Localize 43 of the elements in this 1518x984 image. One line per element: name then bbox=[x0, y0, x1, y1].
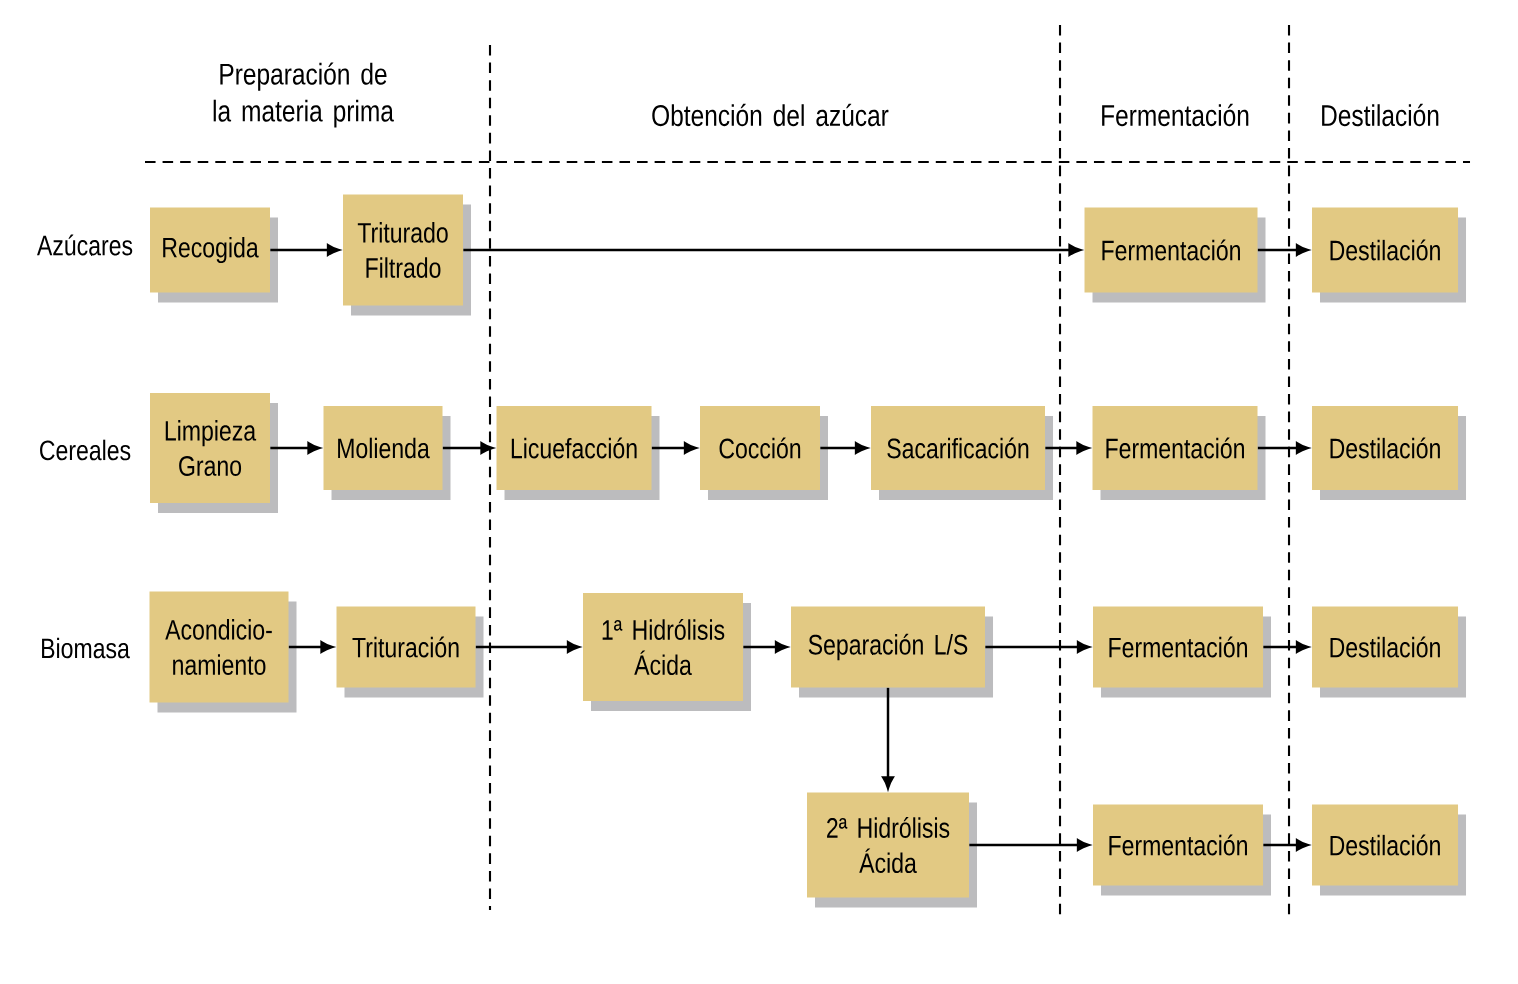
column-heading: Fermentación bbox=[1102, 103, 1249, 127]
arrow bbox=[1045, 442, 1090, 454]
column-heading: Obtención del azúcar bbox=[652, 103, 889, 127]
process-box: Limpieza Grano bbox=[150, 393, 278, 513]
arrow bbox=[820, 442, 868, 454]
arrow bbox=[1263, 839, 1309, 851]
process-box: 2ª Hidrólisis Ácida bbox=[807, 792, 977, 908]
process-box: Trituración bbox=[336, 606, 484, 698]
process-box: Licuefacción bbox=[496, 406, 660, 500]
arrow bbox=[1263, 641, 1309, 653]
arrow bbox=[651, 442, 697, 454]
process-box: Destilación bbox=[1312, 207, 1466, 303]
process-box: Destilación bbox=[1312, 406, 1466, 500]
arrow bbox=[969, 839, 1090, 851]
process-box: Destilación bbox=[1312, 606, 1466, 698]
arrow bbox=[288, 641, 334, 653]
process-box: Triturado Filtrado bbox=[343, 194, 471, 316]
arrow bbox=[463, 244, 1082, 256]
arrow bbox=[882, 687, 894, 790]
column-heading: Destilación bbox=[1322, 103, 1439, 127]
process-box: Cocción bbox=[700, 406, 828, 500]
process-box: Molienda bbox=[323, 406, 451, 500]
process-box: Fermentación bbox=[1092, 406, 1266, 500]
process-box: Fermentación bbox=[1093, 804, 1271, 896]
row-label: Biomasa bbox=[42, 637, 130, 659]
column-heading: Preparación de la materia prima bbox=[213, 62, 394, 128]
arrow bbox=[442, 442, 494, 454]
arrow bbox=[1257, 244, 1309, 256]
arrow bbox=[1257, 442, 1309, 454]
process-box: Separación L/S bbox=[791, 606, 993, 698]
process-box: Fermentación bbox=[1093, 606, 1271, 698]
arrow bbox=[743, 641, 788, 653]
arrow bbox=[270, 244, 340, 256]
row-label: Cereales bbox=[40, 439, 131, 461]
process-box: Fermentación bbox=[1084, 207, 1266, 303]
process-box: 1ª Hidrólisis Ácida bbox=[583, 593, 751, 711]
arrow bbox=[985, 641, 1090, 653]
process-box: Acondicio- namiento bbox=[149, 591, 297, 713]
arrow bbox=[475, 641, 580, 653]
process-box: Sacarificación bbox=[871, 406, 1053, 500]
process-box: Recogida bbox=[150, 207, 278, 303]
process-box: Destilación bbox=[1312, 804, 1466, 896]
arrow bbox=[270, 442, 321, 454]
